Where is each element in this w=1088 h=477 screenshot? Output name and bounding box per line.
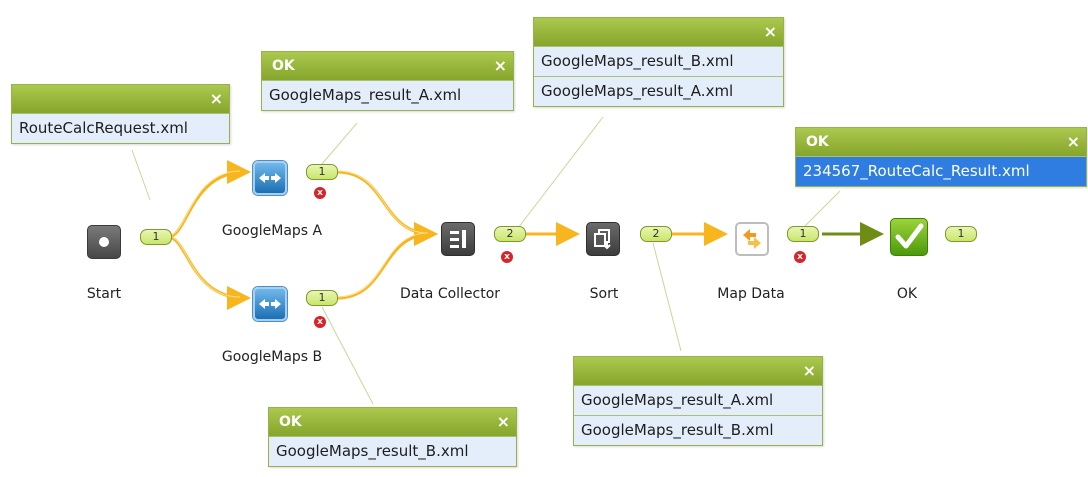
data-collector-node-label: Data Collector <box>399 286 501 302</box>
map-data-node-icon[interactable] <box>735 222 769 256</box>
close-icon[interactable]: × <box>493 56 507 75</box>
panel-title: OK <box>806 134 829 150</box>
ok-output-badge[interactable]: 1 <box>945 226 977 242</box>
file-list-item[interactable]: RouteCalcRequest.xml <box>12 113 229 143</box>
map-data-output-badge[interactable]: 1 <box>787 226 819 242</box>
map-data-arrows-icon <box>743 229 761 249</box>
data-collector-output-badge[interactable]: 2 <box>494 226 526 242</box>
ok-node-icon[interactable] <box>890 218 928 256</box>
close-icon[interactable]: × <box>1066 132 1080 151</box>
file-list-item[interactable]: GoogleMaps_result_B.xml <box>534 46 783 76</box>
file-list-item[interactable]: GoogleMaps_result_B.xml <box>269 436 516 466</box>
close-icon[interactable]: × <box>209 89 223 108</box>
data-collector-files-panel: × GoogleMaps_result_B.xml GoogleMaps_res… <box>533 17 784 107</box>
map-data-files-panel: OK × 234567_RouteCalc_Result.xml <box>795 127 1087 187</box>
file-list-item[interactable]: GoogleMaps_result_B.xml <box>574 415 822 445</box>
swap-arrows-icon <box>259 173 281 183</box>
map-data-node-label: Map Data <box>717 286 785 302</box>
start-files-panel: × RouteCalcRequest.xml <box>11 84 230 144</box>
flow-start-to-a <box>166 160 251 239</box>
collector-bars-icon <box>450 230 466 248</box>
googlemaps-a-files-panel: OK × GoogleMaps_result_A.xml <box>261 51 514 111</box>
file-list-item[interactable]: 234567_RouteCalc_Result.xml <box>796 156 1086 186</box>
close-icon[interactable]: × <box>763 22 777 41</box>
panel-header: OK × <box>262 52 513 80</box>
panel-header: × <box>12 85 229 113</box>
map-data-error-icon[interactable]: x <box>794 251 806 263</box>
googlemaps-b-node-icon[interactable] <box>253 287 287 321</box>
panel-header: OK × <box>269 408 516 436</box>
close-icon[interactable]: × <box>496 412 510 431</box>
flow-start-to-b <box>166 235 251 310</box>
file-list-item[interactable]: GoogleMaps_result_A.xml <box>262 80 513 110</box>
panel-header: × <box>574 357 822 385</box>
start-node-label: Start <box>86 286 122 302</box>
ok-node-label: OK <box>896 286 918 302</box>
panel-header: × <box>534 18 783 46</box>
googlemaps-b-node-label: GoogleMaps B <box>221 349 323 365</box>
flow-b-to-collector <box>335 222 438 300</box>
data-collector-node-icon[interactable] <box>441 222 475 256</box>
callout-lines <box>131 116 841 405</box>
panel-header: OK × <box>796 128 1086 156</box>
file-list-item[interactable]: GoogleMaps_result_A.xml <box>574 385 822 415</box>
start-output-badge[interactable]: 1 <box>140 229 172 245</box>
checkmark-icon <box>895 223 924 249</box>
swap-arrows-icon <box>259 299 281 309</box>
panel-title: OK <box>279 414 302 430</box>
panel-title: OK <box>272 58 295 74</box>
googlemaps-a-node-label: GoogleMaps A <box>221 223 323 239</box>
file-list-item[interactable]: GoogleMaps_result_A.xml <box>534 76 783 106</box>
sort-pages-icon <box>594 229 611 250</box>
sort-files-panel: × GoogleMaps_result_A.xml GoogleMaps_res… <box>573 356 823 446</box>
sort-output-badge[interactable]: 2 <box>640 226 672 242</box>
googlemaps-b-error-icon[interactable]: x <box>314 316 326 328</box>
googlemaps-b-output-badge[interactable]: 1 <box>306 290 338 306</box>
sort-node-label: Sort <box>589 286 619 302</box>
googlemaps-a-output-badge[interactable]: 1 <box>306 164 338 180</box>
start-node-icon[interactable] <box>87 225 121 259</box>
data-collector-error-icon[interactable]: x <box>501 251 513 263</box>
close-icon[interactable]: × <box>802 361 816 380</box>
googlemaps-a-error-icon[interactable]: x <box>314 187 326 199</box>
googlemaps-b-files-panel: OK × GoogleMaps_result_B.xml <box>268 407 517 467</box>
googlemaps-a-node-icon[interactable] <box>253 161 287 195</box>
sort-node-icon[interactable] <box>586 222 620 256</box>
